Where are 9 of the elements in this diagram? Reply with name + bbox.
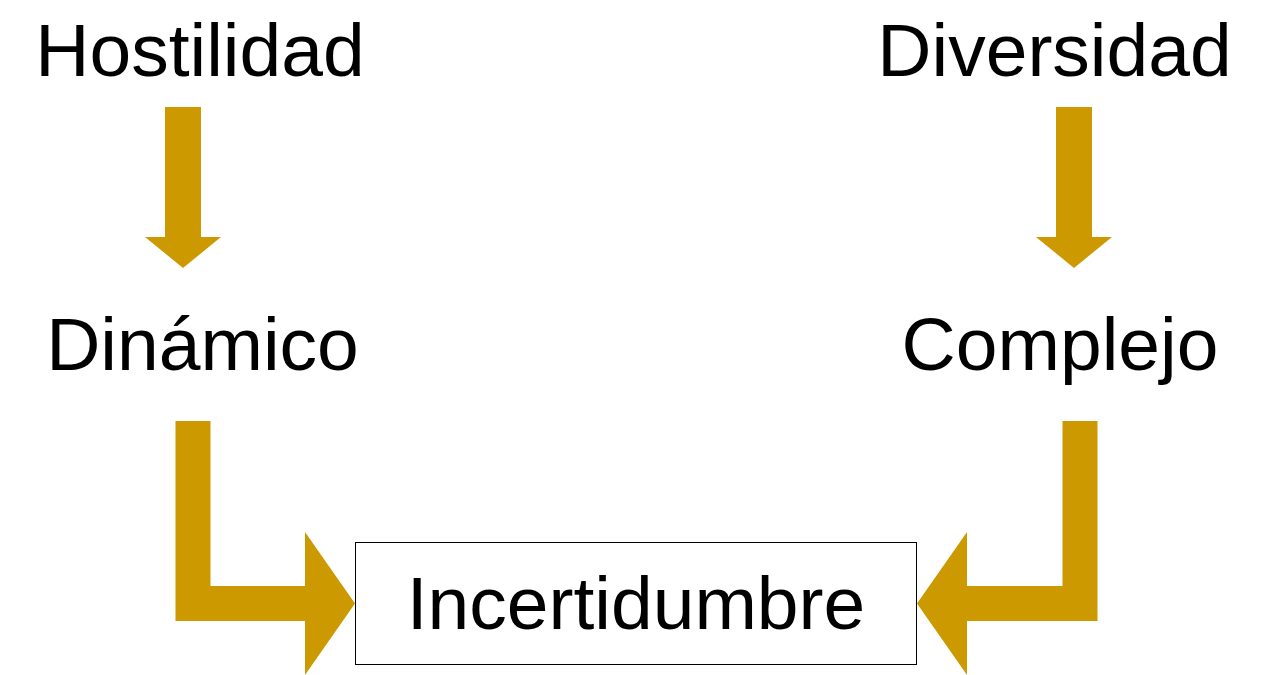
concept-label: Diversidad — [852, 5, 1257, 107]
concept-label: Hostilidad — [10, 5, 390, 107]
block-arrow — [145, 107, 221, 268]
block-arrow — [1036, 107, 1112, 268]
concept-label: Complejo — [875, 268, 1245, 421]
block-arrow — [175, 421, 355, 675]
concept-label: Dinámico — [20, 268, 385, 421]
block-arrow — [917, 421, 1098, 675]
outcome-box: Incertidumbre — [355, 542, 917, 665]
